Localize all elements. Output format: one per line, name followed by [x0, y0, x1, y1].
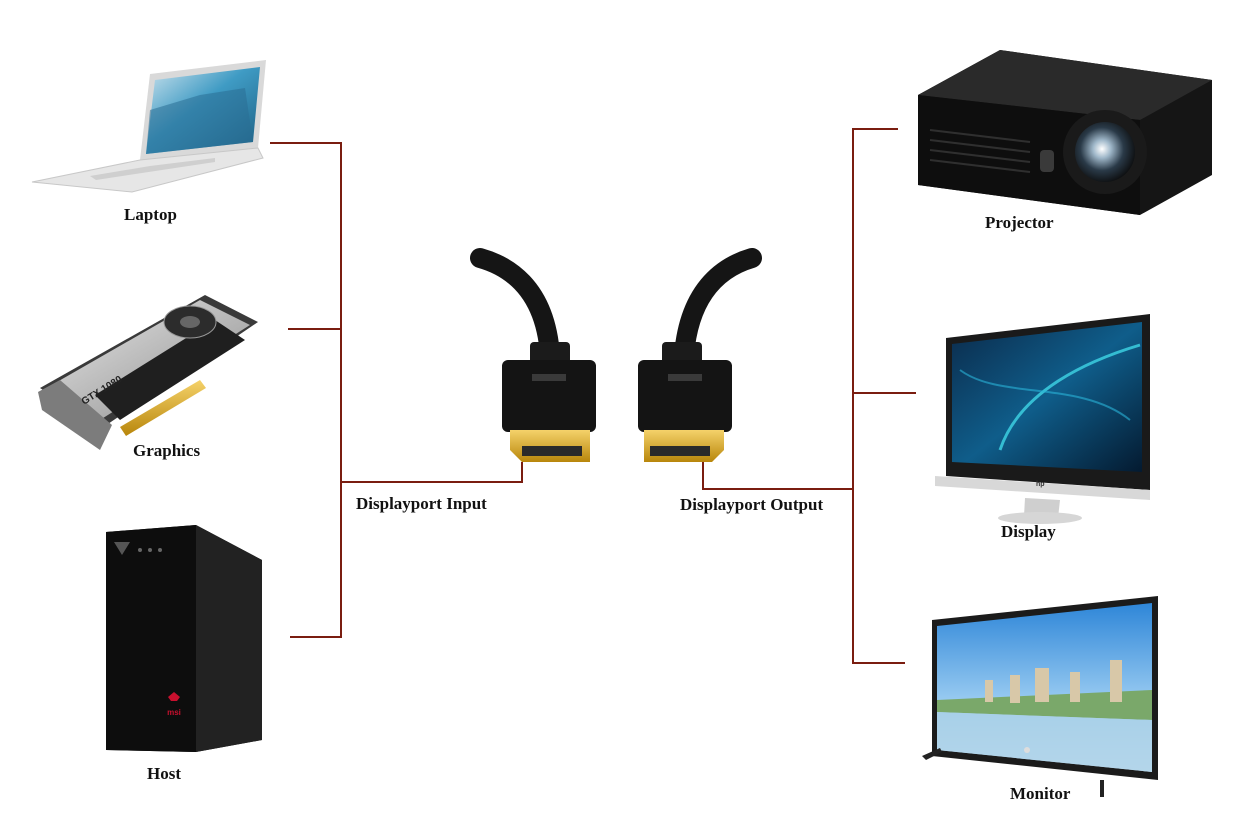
- display-brand-mark: hp: [1036, 481, 1045, 488]
- host-label: Host: [147, 764, 181, 783]
- projector-label: Projector: [985, 213, 1054, 232]
- displayport-input-connector-icon: [470, 248, 596, 462]
- graphics-label: Graphics: [133, 441, 201, 460]
- monitor-label: Monitor: [1010, 784, 1071, 803]
- host-brand-mark: msi: [167, 708, 181, 717]
- display-label: Display: [1001, 522, 1056, 541]
- laptop-label: Laptop: [124, 205, 177, 224]
- graphics-card-icon: GTX 1080: [38, 295, 258, 450]
- displayport-input-label: Displayport Input: [356, 494, 487, 513]
- display-icon: hp: [935, 314, 1150, 524]
- monitor-tv-icon: [922, 596, 1158, 797]
- laptop-icon: [31, 60, 266, 193]
- projector-icon: [918, 50, 1212, 215]
- input-connector-lines: [270, 142, 523, 638]
- displayport-output-label: Displayport Output: [680, 495, 824, 514]
- output-connector-lines: [702, 128, 916, 664]
- host-pc-icon: msi: [106, 525, 262, 752]
- displayport-output-connector-icon: [638, 248, 762, 462]
